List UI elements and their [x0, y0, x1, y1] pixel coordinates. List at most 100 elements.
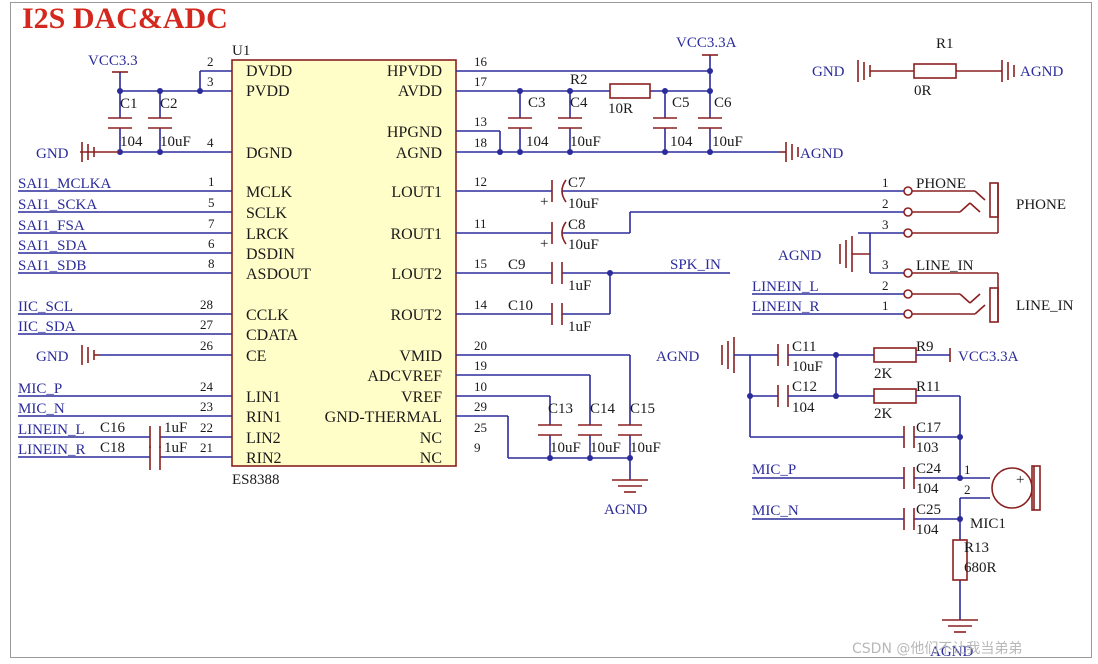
pin-num-8: 8	[208, 256, 215, 271]
vcc33a-label-mic: VCC3.3A	[958, 349, 1019, 365]
pin-name-rout1: ROUT1	[390, 226, 442, 243]
line-jack-name: LINE_IN	[1016, 298, 1074, 314]
net-iic-sda: IIC_SDA	[18, 319, 76, 335]
pin-name-lout1: LOUT1	[391, 184, 442, 201]
pin-num-11: 11	[474, 216, 487, 231]
c4-ref: C4	[570, 95, 588, 111]
junction-dot	[157, 88, 163, 94]
phone-jack-label: PHONE	[916, 176, 966, 192]
c12-ref: C12	[792, 379, 817, 395]
c24-value: 104	[916, 481, 939, 497]
pin-num-25: 25	[474, 420, 487, 435]
junction-dot	[957, 516, 963, 522]
gnd-label-top: GND	[36, 146, 69, 162]
schematic-title: I2S DAC&ADC	[22, 2, 228, 35]
pin-name-nc-9: NC	[420, 450, 442, 467]
r9-value: 2K	[874, 366, 893, 382]
pin-num-13: 13	[474, 114, 487, 129]
linein-pin-2: 2	[882, 278, 889, 293]
pin-num-23: 23	[200, 399, 213, 414]
pin-name-hpgnd: HPGND	[387, 124, 442, 141]
c14-value: 10uF	[590, 440, 621, 456]
net-sai1-scka: SAI1_SCKA	[18, 197, 97, 213]
net-linein-r: LINEIN_R	[18, 442, 86, 458]
pin-name-lin1: LIN1	[246, 389, 281, 406]
c6-value: 10uF	[712, 134, 743, 150]
r1-value: 0R	[914, 83, 932, 99]
pin-num-12: 12	[474, 174, 487, 189]
pin-num-10: 10	[474, 379, 487, 394]
net-sai1-fsa: SAI1_FSA	[18, 218, 85, 234]
c15-value: 10uF	[630, 440, 661, 456]
pin-num-1: 1	[208, 174, 215, 189]
pin-name-cclk: CCLK	[246, 307, 289, 324]
r2-ref: R2	[570, 72, 588, 88]
mic1-pin-1: 1	[964, 462, 971, 477]
pin-num-9: 9	[474, 440, 481, 455]
net-mic-p-right: MIC_P	[752, 462, 796, 478]
pin-name-asdout: ASDOUT	[246, 266, 311, 283]
pin-name-ce: CE	[246, 348, 266, 365]
c24-ref: C24	[916, 461, 942, 477]
pin-name-cdata: CDATA	[246, 327, 299, 344]
c12-value: 104	[792, 400, 815, 416]
net-sai1-sdb: SAI1_SDB	[18, 258, 86, 274]
c15-ref: C15	[630, 401, 655, 417]
linein-pin-3: 3	[882, 257, 889, 272]
gnd-label-r1: GND	[812, 64, 845, 80]
c4-value: 10uF	[570, 134, 601, 150]
pin-num-3: 3	[207, 74, 214, 89]
r13-value: 680R	[964, 560, 997, 576]
pin-num-7: 7	[208, 216, 215, 231]
junction-dot	[547, 455, 553, 461]
c10-value: 1uF	[568, 319, 591, 335]
net-linein-l: LINEIN_L	[18, 422, 85, 438]
net-sai1-mclka: SAI1_MCLKA	[18, 176, 112, 192]
pin-num-27: 27	[200, 317, 214, 332]
agnd-label-vref: AGND	[604, 502, 647, 518]
junction-dot	[567, 88, 573, 94]
net-sai1-sda: SAI1_SDA	[18, 238, 87, 254]
vcc33-label: VCC3.3	[88, 53, 138, 69]
c7-ref: C7	[568, 175, 586, 191]
pin-name-hpvdd: HPVDD	[387, 63, 442, 80]
agnd-label-pwr: AGND	[800, 146, 843, 162]
c7-plus: +	[540, 194, 548, 210]
net-iic-scl: IIC_SCL	[18, 299, 73, 315]
pin-name-mclk: MCLK	[246, 184, 293, 201]
c14-ref: C14	[590, 401, 616, 417]
phone-jack-name: PHONE	[1016, 197, 1066, 213]
r11-ref: R11	[916, 379, 940, 395]
c8-value: 10uF	[568, 237, 599, 253]
junction-dot	[957, 434, 963, 440]
junction-dot	[607, 270, 613, 276]
gnd-label-ce: GND	[36, 349, 69, 365]
c8-ref: C8	[568, 217, 586, 233]
phone-pin-2: 2	[882, 196, 889, 211]
mic1-pin-2: 2	[964, 482, 971, 497]
junction-dot	[157, 149, 163, 155]
pin-name-avdd: AVDD	[398, 83, 442, 100]
pin-num-4: 4	[207, 135, 214, 150]
pin-name-dsdin: DSDIN	[246, 246, 295, 263]
c9-ref: C9	[508, 257, 526, 273]
phone-pin-1: 1	[882, 175, 889, 190]
r9-ref: R9	[916, 339, 934, 355]
pin-num-19: 19	[474, 358, 487, 373]
junction-dot	[627, 455, 633, 461]
pin-name-lin2: LIN2	[246, 430, 281, 447]
pin-num-29: 29	[474, 399, 487, 414]
pin-name-rout2: ROUT2	[390, 307, 442, 324]
r11-value: 2K	[874, 406, 893, 422]
pin-num-5: 5	[208, 195, 215, 210]
junction-dot	[497, 149, 503, 155]
phone-pin-3: 3	[882, 217, 889, 232]
pin-name-agnd: AGND	[396, 145, 442, 162]
junction-dot	[197, 88, 203, 94]
mic1-ref: MIC1	[970, 516, 1006, 532]
net-mic-n: MIC_N	[18, 401, 65, 417]
junction-dot	[707, 88, 713, 94]
pin-num-22: 22	[200, 420, 213, 435]
c11-ref: C11	[792, 339, 816, 355]
line-jack-label: LINE_IN	[916, 258, 974, 274]
